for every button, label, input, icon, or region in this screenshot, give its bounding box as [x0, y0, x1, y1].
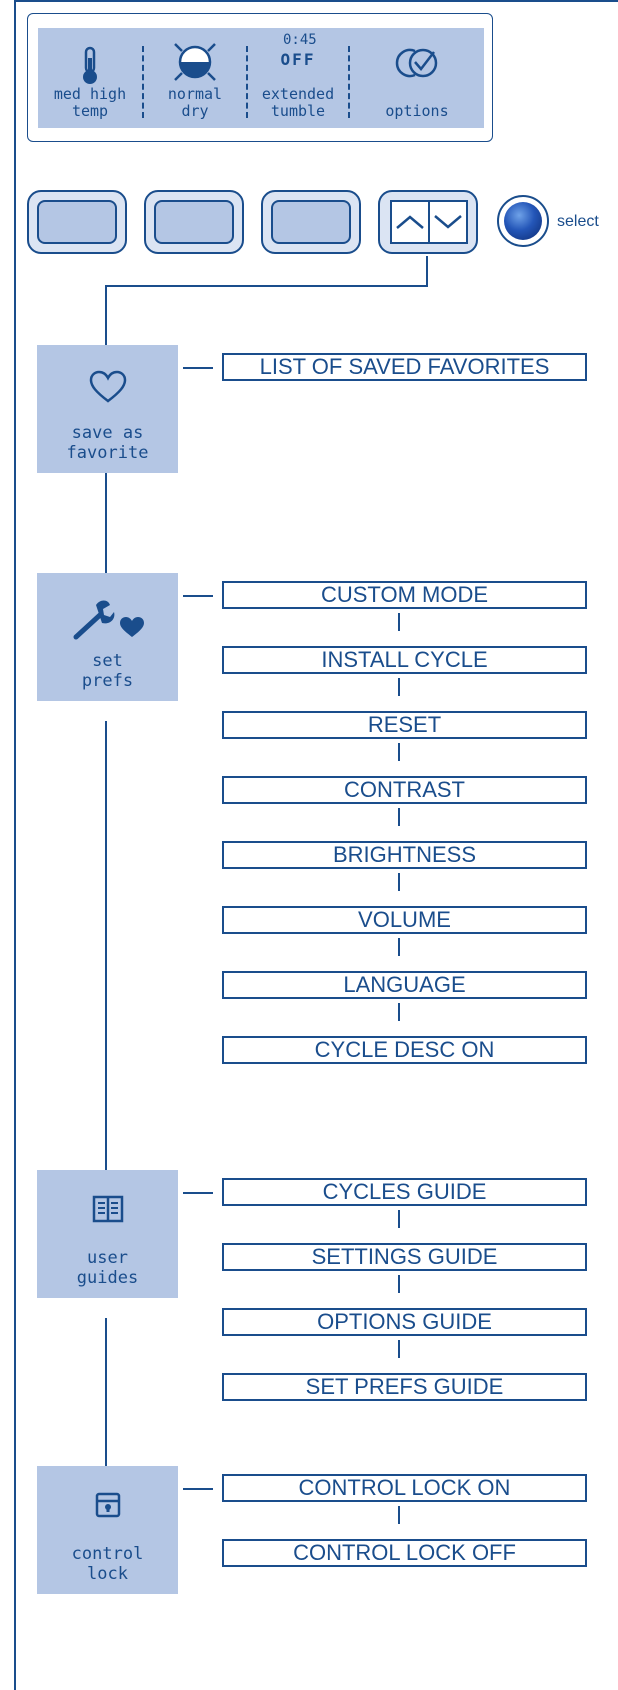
- connector: [398, 613, 400, 631]
- options-setting: options: [350, 28, 484, 128]
- control-button-3[interactable]: [261, 190, 361, 254]
- menu-option[interactable]: CYCLE DESC ON: [222, 1036, 587, 1064]
- set-prefs-category: set prefs: [37, 573, 178, 701]
- scroll-up-icon[interactable]: [390, 200, 430, 244]
- connector: [183, 367, 213, 369]
- control-button-2[interactable]: [144, 190, 244, 254]
- connector: [183, 1192, 213, 1194]
- menu-option[interactable]: CYCLES GUIDE: [222, 1178, 587, 1206]
- menu-option[interactable]: CONTROL LOCK ON: [222, 1474, 587, 1502]
- connector: [105, 473, 107, 573]
- control-button-1[interactable]: [27, 190, 127, 254]
- connector: [398, 1210, 400, 1228]
- wrench-heart-icon: [37, 597, 178, 646]
- select-knob-ball: [504, 202, 542, 240]
- menu-option[interactable]: BRIGHTNESS: [222, 841, 587, 869]
- lcd-screen: 0:45 med high temp normal dry OFF: [38, 28, 484, 128]
- book-icon: [37, 1194, 178, 1229]
- divider: [142, 46, 144, 118]
- options-check-icon: [350, 46, 484, 85]
- connector: [183, 1488, 213, 1490]
- cycle-time: 0:45: [283, 32, 317, 48]
- connector: [398, 873, 400, 891]
- connector: [105, 285, 107, 345]
- menu-option[interactable]: VOLUME: [222, 906, 587, 934]
- menu-option[interactable]: LIST OF SAVED FAVORITES: [222, 353, 587, 381]
- menu-option[interactable]: CONTRAST: [222, 776, 587, 804]
- lock-icon: [37, 1490, 178, 1525]
- menu-option[interactable]: SETTINGS GUIDE: [222, 1243, 587, 1271]
- select-label: select: [557, 213, 599, 230]
- connector: [398, 938, 400, 956]
- connector: [426, 256, 428, 286]
- connector: [398, 1003, 400, 1021]
- divider: [246, 46, 248, 118]
- connector: [398, 1506, 400, 1524]
- page-frame-left: [14, 0, 16, 1690]
- dryness-icon: [144, 40, 246, 89]
- divider: [348, 46, 350, 118]
- tumble-status-value: OFF: [280, 50, 316, 69]
- menu-option[interactable]: CONTROL LOCK OFF: [222, 1539, 587, 1567]
- select-knob[interactable]: [497, 195, 549, 247]
- user-guides-category: user guides: [37, 1170, 178, 1298]
- scroll-down-icon[interactable]: [428, 200, 468, 244]
- dryness-setting: normal dry: [144, 28, 246, 128]
- connector: [105, 1318, 107, 1466]
- connector: [398, 808, 400, 826]
- menu-option[interactable]: CUSTOM MODE: [222, 581, 587, 609]
- menu-option[interactable]: LANGUAGE: [222, 971, 587, 999]
- connector: [183, 595, 213, 597]
- control-lock-category: control lock: [37, 1466, 178, 1594]
- tumble-setting: OFF extended tumble: [248, 28, 348, 128]
- menu-option[interactable]: INSTALL CYCLE: [222, 646, 587, 674]
- connector: [398, 1340, 400, 1358]
- menu-option[interactable]: RESET: [222, 711, 587, 739]
- menu-option[interactable]: SET PREFS GUIDE: [222, 1373, 587, 1401]
- save-favorite-category: save as favorite: [37, 345, 178, 473]
- page-frame-top: [14, 0, 618, 2]
- connector: [105, 285, 428, 287]
- heart-icon: [37, 369, 178, 410]
- menu-option[interactable]: OPTIONS GUIDE: [222, 1308, 587, 1336]
- temp-setting: med high temp: [38, 28, 142, 128]
- scroll-arrows-button[interactable]: [378, 190, 478, 254]
- connector: [398, 743, 400, 761]
- connector: [105, 721, 107, 1170]
- connector: [398, 678, 400, 696]
- connector: [398, 1275, 400, 1293]
- thermometer-icon: [38, 46, 142, 91]
